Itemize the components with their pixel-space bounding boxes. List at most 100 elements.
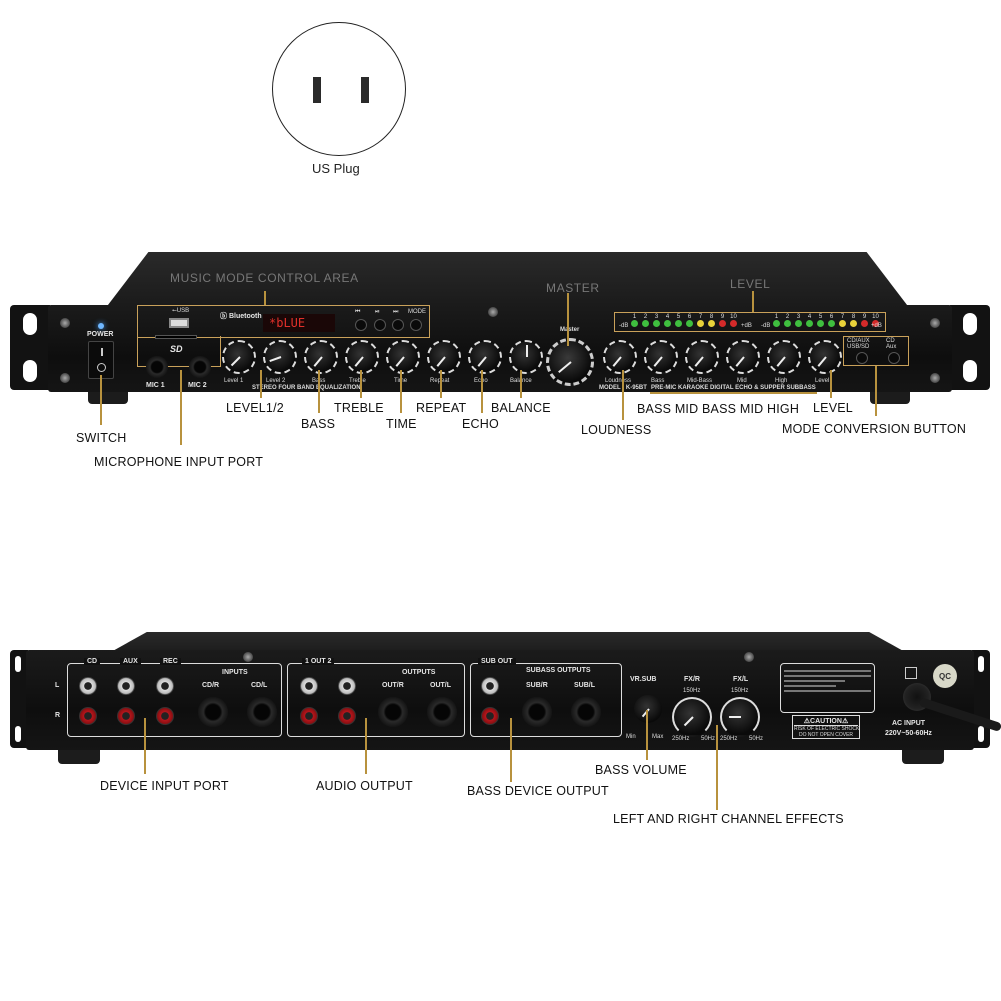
high-knob[interactable] (767, 340, 801, 374)
screw (60, 373, 70, 383)
out-r-jack[interactable] (378, 697, 408, 727)
out1-l-rca[interactable] (300, 677, 318, 695)
meter-number: 8 (709, 314, 714, 320)
callout-echo: ECHO (462, 417, 499, 431)
outputs-section (287, 663, 465, 737)
loudness-knob[interactable] (603, 340, 637, 374)
repeat-knob[interactable] (427, 340, 461, 374)
knob-label-loudness: Loudness (605, 378, 632, 384)
cd-aux-usb-sd-button[interactable] (856, 352, 868, 364)
vr-sub-knob[interactable] (634, 695, 662, 723)
cd-l-jack-label: CD/L (251, 682, 268, 689)
fx-r-knob[interactable] (672, 697, 712, 737)
out-l-jack[interactable] (427, 697, 457, 727)
sub-out-header: SUB OUT (478, 658, 516, 665)
master-knob-label: Master (560, 327, 580, 333)
power-switch[interactable] (88, 341, 114, 379)
left-knob-row: Level 1 Level 2 Bass Treble Time Repeat … (222, 340, 552, 392)
meter-number: 3 (654, 314, 659, 320)
mid-knob[interactable] (726, 340, 760, 374)
meter-number: 4 (807, 314, 812, 320)
bass-knob[interactable] (304, 340, 338, 374)
echo-knob[interactable] (468, 340, 502, 374)
meter-number: 10 (872, 314, 879, 320)
mode1-top-label: CD/AUX (847, 338, 870, 344)
meter-number: 7 (840, 314, 845, 320)
cd-r-jack-label: CD/R (202, 682, 220, 689)
mode-button[interactable] (410, 319, 422, 331)
sub-out-r-rca[interactable] (481, 707, 499, 725)
foot (870, 392, 910, 404)
out-r-jack-label: OUT/R (382, 682, 404, 689)
out2-r-rca[interactable] (338, 707, 356, 725)
out2-l-rca[interactable] (338, 677, 356, 695)
callout-line-music-mode (264, 291, 266, 305)
rear-panel (26, 650, 974, 750)
aux-l-rca[interactable] (117, 677, 135, 695)
fx-r-left: 250Hz (672, 736, 690, 742)
rec-r-rca[interactable] (156, 707, 174, 725)
prev-track-button[interactable] (355, 319, 367, 331)
meter-number: 6 (687, 314, 692, 320)
out1-r-rca[interactable] (300, 707, 318, 725)
meter-led (795, 320, 802, 327)
rack-ear-left (10, 305, 50, 390)
cd-l-rca[interactable] (79, 677, 97, 695)
meter-number: 6 (829, 314, 834, 320)
aux-header: AUX (120, 658, 141, 665)
knob-label-level2: Level 2 (266, 378, 286, 384)
rack-slot (23, 313, 37, 335)
balance-knob[interactable] (509, 340, 543, 374)
sd-card-slot[interactable] (155, 335, 197, 339)
sub-r-jack-label: SUB/R (526, 682, 548, 689)
rec-l-rca[interactable] (156, 677, 174, 695)
meter-led (664, 320, 671, 327)
cd-r-jack[interactable] (198, 697, 228, 727)
foot (58, 750, 100, 764)
cd-aux-button[interactable] (888, 352, 900, 364)
sub-r-jack[interactable] (522, 697, 552, 727)
right-channel-label: R (55, 712, 61, 719)
level1-knob[interactable] (222, 340, 256, 374)
mid-bass-knob[interactable] (685, 340, 719, 374)
callout-line-repeat (440, 370, 442, 398)
callout-line-mic (180, 370, 182, 445)
rack-slot (978, 656, 984, 672)
callout-line-time (400, 370, 402, 413)
next-track-button[interactable] (392, 319, 404, 331)
power-label: POWER (87, 331, 114, 338)
level-knob[interactable] (808, 340, 842, 374)
meter-left-plus-db: +dB (741, 323, 752, 329)
meter-led (708, 320, 715, 327)
mic-bass-knob[interactable] (644, 340, 678, 374)
meter-led (642, 320, 649, 327)
sub-l-jack[interactable] (571, 697, 601, 727)
sub-out-l-rca[interactable] (481, 677, 499, 695)
callout-audio-output: AUDIO OUTPUT (316, 779, 413, 793)
plug-prong-left (313, 77, 321, 103)
cd-l-jack[interactable] (247, 697, 277, 727)
play-pause-label: ⏯ (375, 309, 380, 315)
callout-line-bass (318, 370, 320, 413)
bass-mid-high-bracket (650, 392, 817, 394)
master-knob[interactable] (546, 338, 594, 386)
play-pause-button[interactable] (374, 319, 386, 331)
meter-number: 5 (818, 314, 823, 320)
meter-led (686, 320, 693, 327)
knob-label-echo: Echo (474, 378, 488, 384)
mode-label: MODE (408, 309, 426, 315)
aux-r-rca[interactable] (117, 707, 135, 725)
fx-l-right: 50Hz (749, 736, 764, 742)
time-knob[interactable] (386, 340, 420, 374)
knob-label-mid-bass: Mid-Bass (687, 378, 713, 384)
mic2-jack[interactable] (189, 356, 211, 378)
knob-label-level: Level (815, 378, 830, 384)
cd-r-rca[interactable] (79, 707, 97, 725)
treble-knob[interactable] (345, 340, 379, 374)
level2-knob[interactable] (263, 340, 297, 374)
mic1-jack[interactable] (146, 356, 168, 378)
fx-l-left: 250Hz (720, 736, 738, 742)
usb-port[interactable] (169, 318, 189, 328)
meter-left-channel: 1 2 3 4 5 6 7 8 9 10 (631, 314, 737, 327)
fx-l-knob[interactable] (720, 697, 760, 737)
